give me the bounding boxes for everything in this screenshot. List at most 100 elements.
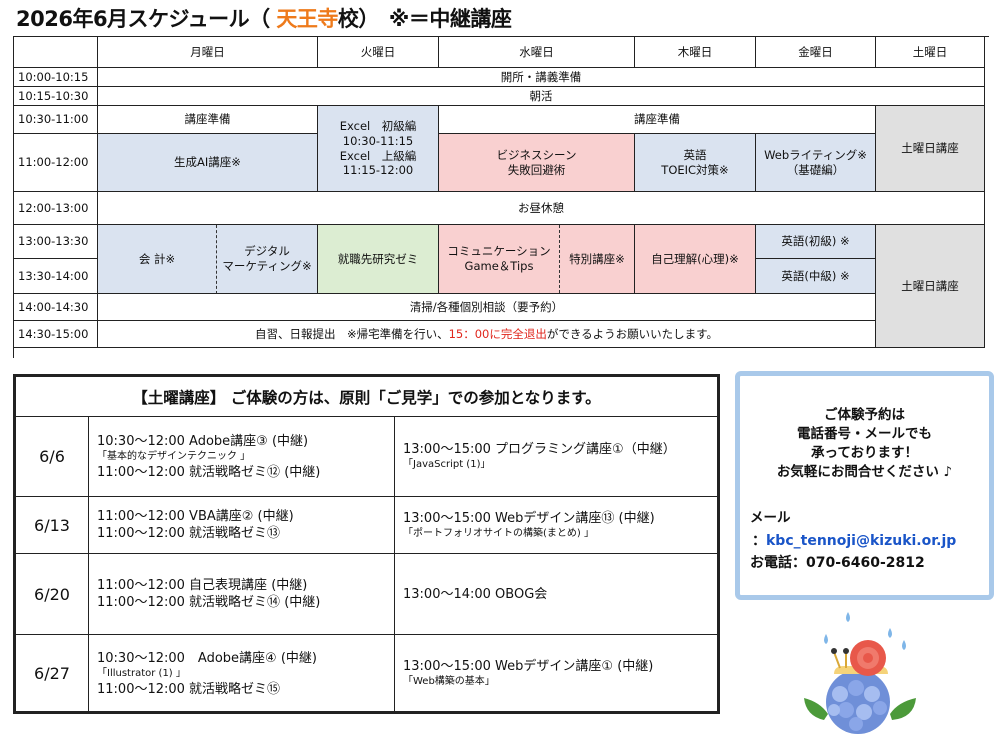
- saturday-date: 6/20: [16, 554, 89, 634]
- business-course-line: ビジネスシーン: [496, 147, 577, 162]
- course-prep-wed-fri: 講座準備: [439, 106, 876, 134]
- course-subtitle: 「ポートフォリオサイトの構築(まとめ) 」: [403, 527, 594, 539]
- saturday-course-cell: 土曜日講座: [876, 225, 985, 348]
- weekly-schedule-table: 月曜日 火曜日 水曜日 木曜日 金曜日 土曜日 10:00-10:15 10:1…: [13, 36, 989, 358]
- course-line: 13:00～15:00 プログラミング講座①（中継）: [403, 442, 676, 457]
- morning-courses: 11:00～12:00 VBA講座② (中継) 11:00～12:00 就活戦略…: [89, 497, 395, 553]
- snail-icon: [831, 640, 888, 676]
- time-label: 10:30-11:00: [14, 106, 98, 134]
- course-line: 13:00～14:00 OBOG会: [403, 586, 548, 602]
- digital-marketing-line: デジタル: [244, 244, 290, 259]
- contact-message-line: ご体験予約は: [824, 407, 905, 423]
- course-line: 11:00～12:00 就活戦略ゼミ⑬: [97, 526, 281, 541]
- contact-message-line: 電話番号・メールでも: [797, 426, 932, 442]
- table-row: 6/13 11:00～12:00 VBA講座② (中継) 11:00～12:00…: [16, 497, 717, 554]
- mail-prefix: ：: [752, 533, 766, 549]
- english-intermediate-course: 英語(中級) ※: [756, 259, 876, 294]
- toeic-course-line: 英語: [683, 147, 707, 162]
- course-line: 11:00～12:00 就活戦略ゼミ⑫ (中継): [97, 464, 321, 480]
- day-header-tue: 火曜日: [318, 37, 439, 68]
- day-header-wed: 水曜日: [439, 37, 635, 68]
- time-label: 12:00-13:00: [14, 192, 98, 225]
- lunch-break-cell: お昼休憩: [98, 192, 985, 225]
- afternoon-courses: 13:00～15:00 Webデザイン講座① (中継) 「Web構築の基本」: [395, 635, 717, 712]
- toeic-course-line: TOEIC対策※: [661, 162, 729, 177]
- course-line: 10:30～12:00 Adobe講座③ (中継): [97, 433, 309, 449]
- hydrangea-icon: [826, 670, 890, 734]
- digital-marketing-line: マーケティング※: [222, 259, 312, 273]
- communication-line: コミュニケーション: [447, 244, 551, 259]
- corner-cell: [14, 37, 98, 68]
- day-header-fri: 金曜日: [756, 37, 876, 68]
- course-subtitle: 「Web構築の基本」: [403, 676, 495, 687]
- course-line: 10:30～12:00 Adobe講座④ (中継): [97, 650, 317, 666]
- snail-hydrangea-illustration: [804, 612, 916, 734]
- morning-courses: 10:30～12:00 Adobe講座③ (中継) 「基本的なデザインテクニック…: [89, 417, 395, 496]
- contact-box: ご体験予約は 電話番号・メールでも 承っております！ お気軽にお問合せください …: [735, 371, 994, 600]
- day-header-sat: 土曜日: [876, 37, 985, 68]
- table-row: 6/6 10:30～12:00 Adobe講座③ (中継) 「基本的なデザインテ…: [16, 417, 717, 497]
- saturday-date: 6/27: [16, 635, 89, 712]
- excel-course-cell: Excel 初級編 10:30-11:15 Excel 上級編 11:15-12…: [318, 106, 439, 192]
- saturday-courses-header: 【土曜講座】 ご体験の方は、原則「ご見学」での参加となります。: [16, 377, 717, 417]
- web-writing-course: Webライティング※ （基礎編）: [756, 134, 876, 192]
- course-subtitle: 「Illustrator (1) 」: [97, 667, 186, 679]
- excel-advanced-label: Excel 上級編: [339, 148, 417, 163]
- generative-ai-course: 生成AI講座※: [98, 134, 318, 192]
- saturday-courses-box: 【土曜講座】 ご体験の方は、原則「ご見学」での参加となります。 6/6 10:3…: [13, 374, 720, 714]
- time-label: 11:00-12:00: [14, 134, 98, 192]
- communication-line: Game＆Tips: [464, 259, 534, 273]
- course-line: 13:00～15:00 Webデザイン講座① (中継): [403, 659, 654, 674]
- cleaning-consultation-cell: 清掃/各種個別相談（要予約）: [98, 294, 876, 321]
- business-course: ビジネスシーン 失敗回避術: [439, 134, 635, 192]
- time-label: 10:00-10:15: [14, 68, 98, 87]
- afternoon-courses: 13:00～14:00 OBOG会: [395, 554, 717, 634]
- email-link[interactable]: kbc_tennoji@kizuki.or.jp: [766, 533, 957, 549]
- closing-notice-cell: 自習、日報提出 ※帰宅準備を行い、15：00に完全退出ができるようお願いいたしま…: [98, 321, 876, 348]
- course-line: 11:00～12:00 就活戦略ゼミ⑭ (中継): [97, 595, 321, 610]
- contact-message: ご体験予約は 電話番号・メールでも 承っております！ お気軽にお問合せください …: [740, 406, 989, 482]
- toeic-course: 英語 TOEIC対策※: [635, 134, 756, 192]
- contact-message-line: 承っております！: [811, 445, 918, 461]
- morning-activity-cell: 朝活: [98, 87, 985, 106]
- english-basic-course: 英語(初級) ※: [756, 225, 876, 259]
- saturday-date: 6/6: [16, 417, 89, 496]
- course-subtitle: 「基本的なデザインテクニック 」: [97, 450, 251, 462]
- special-course: 特別講座※: [569, 251, 625, 266]
- time-label: 13:00-13:30: [14, 225, 98, 259]
- web-writing-line: （基礎編）: [786, 162, 845, 177]
- table-row: 6/27 10:30～12:00 Adobe講座④ (中継) 「Illustra…: [16, 635, 717, 712]
- self-understanding-course: 自己理解(心理)※: [635, 225, 756, 294]
- course-line: 13:00～15:00 Webデザイン講座⑬ (中継): [403, 510, 655, 526]
- title-legend: 校） ※＝中継講座: [337, 7, 512, 31]
- excel-advanced-time: 11:15-12:00: [342, 163, 414, 178]
- course-prep-mon: 講座準備: [98, 106, 318, 134]
- time-label: 13:30-14:00: [14, 259, 98, 294]
- phone-number: お電話：070-6460-2812: [750, 555, 925, 571]
- morning-courses: 11:00～12:00 自己表現講座 (中継) 11:00～12:00 就活戦略…: [89, 554, 395, 634]
- title-text: 2026年6月スケジュール（: [16, 7, 277, 31]
- afternoon-courses: 13:00～15:00 Webデザイン講座⑬ (中継) 「ポートフォリオサイトの…: [395, 497, 717, 553]
- excel-basic-time: 10:30-11:15: [342, 133, 414, 148]
- digital-marketing-course: デジタル マーケティング※: [217, 225, 318, 294]
- course-line: 11:00～12:00 VBA講座② (中継): [97, 509, 294, 524]
- table-row: 6/20 11:00～12:00 自己表現講座 (中継) 11:00～12:00…: [16, 554, 717, 635]
- saturday-date: 6/13: [16, 497, 89, 553]
- course-line: 11:00～12:00 就活戦略ゼミ⑮: [97, 681, 281, 697]
- accounting-course: 会 計※: [98, 225, 217, 294]
- communication-course: コミュニケーション Game＆Tips: [439, 225, 560, 293]
- afternoon-courses: 13:00～15:00 プログラミング講座①（中継） 「JavaScript (…: [395, 417, 717, 496]
- web-writing-line: Webライティング※: [764, 147, 867, 162]
- mail-label: メール: [750, 510, 791, 526]
- job-research-seminar: 就職先研究ゼミ: [318, 225, 439, 294]
- closing-warning-text: 15：00に完全退出: [448, 326, 547, 341]
- contact-message-line: お気軽にお問合せください ♪: [776, 464, 953, 480]
- mail-line: ：kbc_tennoji@kizuki.or.jp: [752, 530, 956, 550]
- page-title: 2026年6月スケジュール（ 天王寺校） ※＝中継講座: [16, 4, 512, 34]
- raindrop-icon: [824, 612, 906, 650]
- day-header-mon: 月曜日: [98, 37, 318, 68]
- time-label: 14:00-14:30: [14, 294, 98, 321]
- open-prep-cell: 開所・講義準備: [98, 68, 985, 87]
- course-subtitle: 「JavaScript (1)」: [403, 459, 491, 470]
- closing-text: 自習、日報提出 ※帰宅準備を行い、: [254, 326, 449, 341]
